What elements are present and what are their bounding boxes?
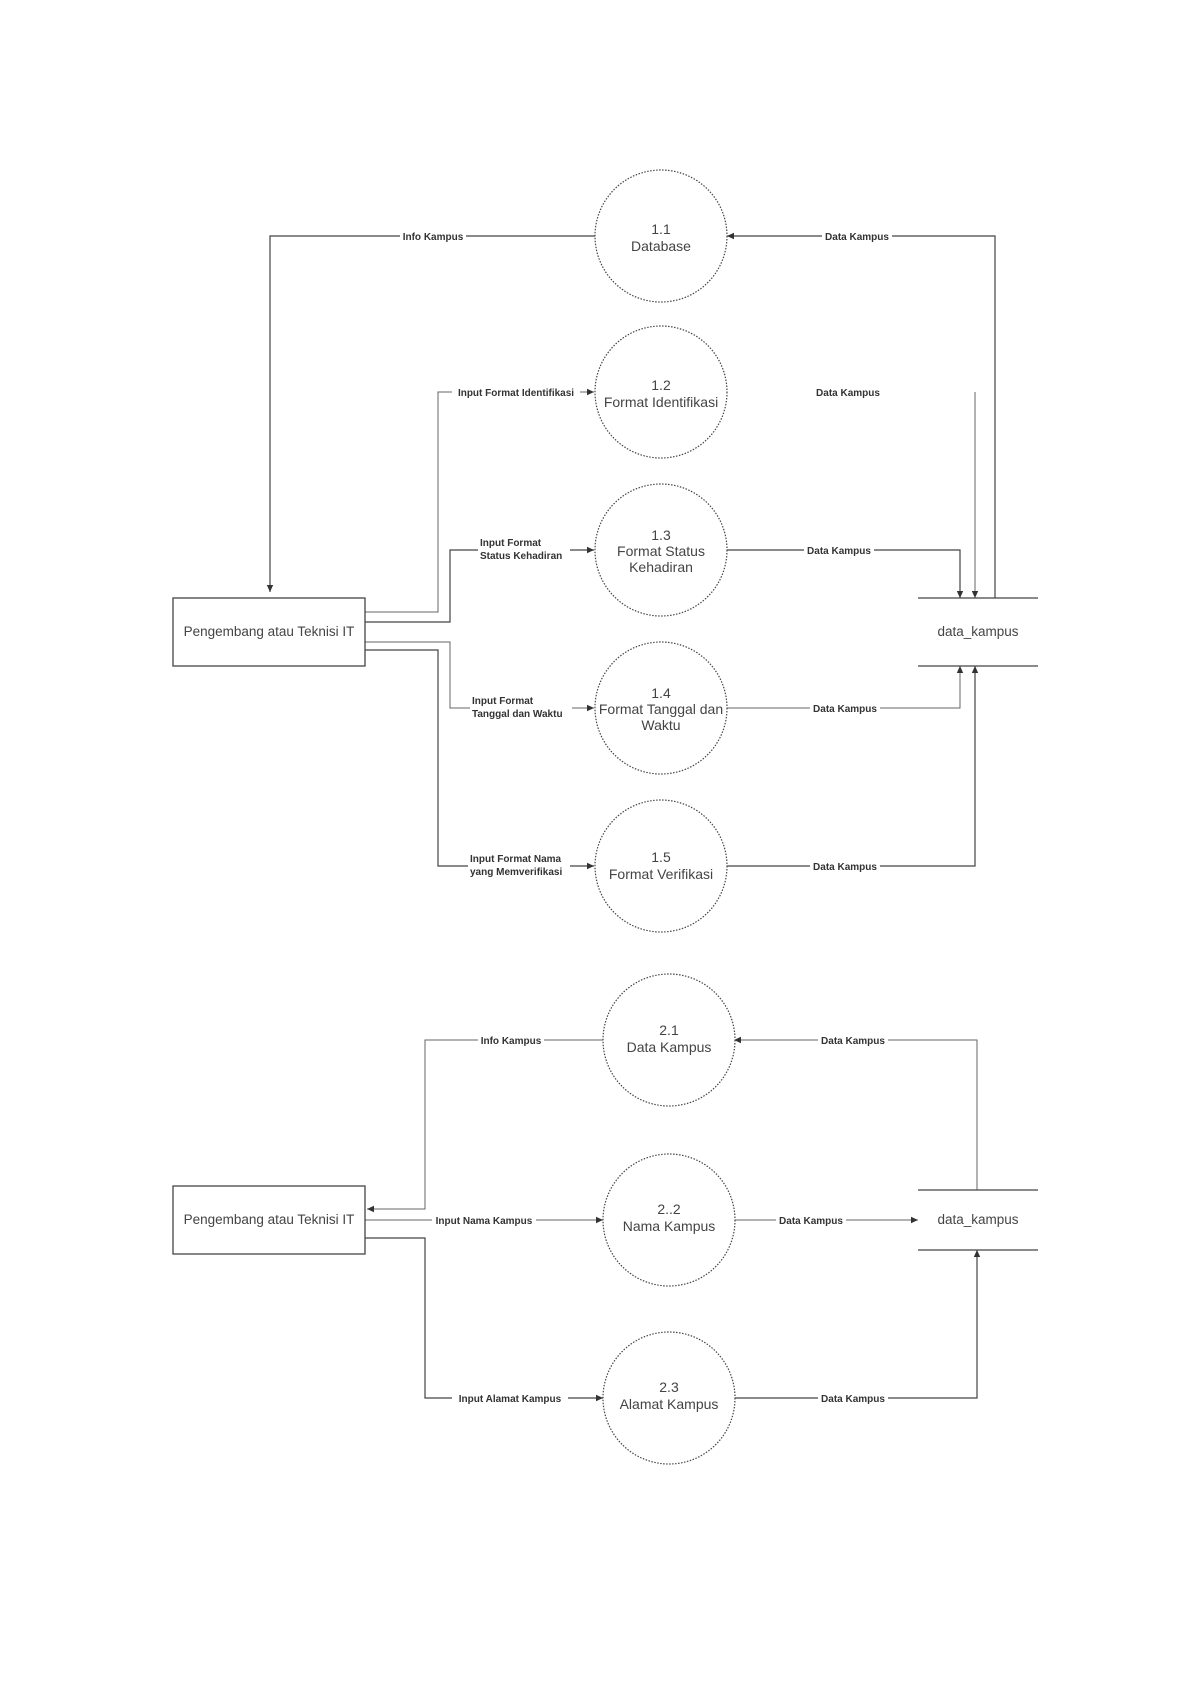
flow-data-kampus-1-3 <box>727 549 964 598</box>
svg-text:1.5: 1.5 <box>651 849 671 865</box>
svg-text:1.2: 1.2 <box>651 377 671 393</box>
svg-text:Format Identifikasi: Format Identifikasi <box>604 394 718 410</box>
svg-text:data_kampus: data_kampus <box>937 1212 1018 1227</box>
diagram-1: Info Kampus Data Kampus Input Format Ide… <box>172 169 1038 933</box>
svg-text:2..2: 2..2 <box>657 1201 681 1217</box>
svg-text:Data Kampus: Data Kampus <box>627 1039 712 1055</box>
svg-text:Input Format: Input Format <box>472 696 534 707</box>
label-data-kampus-7: Data Kampus <box>776 1213 846 1227</box>
label-info-kampus-2: Info Kampus <box>478 1033 544 1047</box>
flow-data-kampus-1-5 <box>727 666 979 867</box>
svg-text:Input Format Identifikasi: Input Format Identifikasi <box>458 388 574 399</box>
svg-text:Input Nama Kampus: Input Nama Kampus <box>436 1216 533 1227</box>
svg-text:Data Kampus: Data Kampus <box>821 1036 885 1047</box>
svg-text:1.4: 1.4 <box>651 685 671 701</box>
label-input-format-nama: Input Format Nama yang Memverifikasi <box>468 851 570 879</box>
label-input-format-status: Input Format Status Kehadiran <box>478 535 570 563</box>
process-1-2[interactable]: 1.2 Format Identifikasi <box>594 325 728 459</box>
label-data-kampus-2: Data Kampus <box>816 388 880 399</box>
process-1-1[interactable]: 1.1 Database <box>594 169 728 303</box>
svg-text:Format Status: Format Status <box>617 543 705 559</box>
process-2-2[interactable]: 2..2 Nama Kampus <box>602 1153 736 1287</box>
svg-text:Data Kampus: Data Kampus <box>813 862 877 873</box>
svg-text:Format Verifikasi: Format Verifikasi <box>609 866 713 882</box>
flow-data-kampus-to-1-1 <box>727 232 996 598</box>
flow-data-kampus-2-3 <box>734 1250 981 1399</box>
svg-text:2.3: 2.3 <box>659 1379 679 1395</box>
svg-text:Status Kehadiran: Status Kehadiran <box>480 551 562 562</box>
svg-text:Data Kampus: Data Kampus <box>821 1394 885 1405</box>
process-2-1[interactable]: 2.1 Data Kampus <box>602 973 736 1107</box>
label-data-kampus-5: Data Kampus <box>810 859 880 873</box>
label-input-format-tanggal: Input Format Tanggal dan Waktu <box>470 693 572 721</box>
flow-data-kampus-1-4 <box>727 666 964 709</box>
svg-text:Info Kampus: Info Kampus <box>403 232 464 243</box>
label-data-kampus-8: Data Kampus <box>818 1391 888 1405</box>
svg-text:Input Format Nama: Input Format Nama <box>470 854 562 865</box>
svg-text:Waktu: Waktu <box>641 717 680 733</box>
svg-text:Input Format: Input Format <box>480 538 542 549</box>
svg-text:Alamat Kampus: Alamat Kampus <box>620 1396 719 1412</box>
entity-pengembang-2[interactable]: Pengembang atau Teknisi IT <box>172 1185 366 1255</box>
flow-info-kampus-2 <box>367 1039 603 1213</box>
svg-text:Data Kampus: Data Kampus <box>825 232 889 243</box>
svg-text:1.3: 1.3 <box>651 527 671 543</box>
label-info-kampus-1: Info Kampus <box>400 229 466 243</box>
flow-info-kampus-1 <box>266 235 595 592</box>
svg-text:Format Tanggal dan: Format Tanggal dan <box>599 701 723 717</box>
svg-text:data_kampus: data_kampus <box>937 624 1018 639</box>
svg-text:2.1: 2.1 <box>659 1022 679 1038</box>
process-2-3[interactable]: 2.3 Alamat Kampus <box>602 1331 736 1465</box>
datastore-data-kampus-1[interactable]: data_kampus <box>918 597 1038 667</box>
svg-text:Kehadiran: Kehadiran <box>629 559 693 575</box>
svg-text:Data Kampus: Data Kampus <box>813 704 877 715</box>
svg-text:Input Alamat Kampus: Input Alamat Kampus <box>459 1394 562 1405</box>
flow-input-1-2 <box>365 388 594 613</box>
svg-text:Database: Database <box>631 238 691 254</box>
svg-text:Pengembang atau Teknisi IT: Pengembang atau Teknisi IT <box>184 1212 355 1227</box>
process-1-3[interactable]: 1.3 Format Status Kehadiran <box>594 483 728 617</box>
label-data-kampus-4: Data Kampus <box>810 701 880 715</box>
svg-text:Nama Kampus: Nama Kampus <box>623 1218 716 1234</box>
svg-text:Data Kampus: Data Kampus <box>779 1216 843 1227</box>
svg-text:Data Kampus: Data Kampus <box>807 546 871 557</box>
svg-text:Pengembang atau Teknisi IT: Pengembang atau Teknisi IT <box>184 624 355 639</box>
diagram-2: Info Kampus Data Kampus Input Nama Kampu… <box>172 973 1038 1465</box>
svg-text:Tanggal dan Waktu: Tanggal dan Waktu <box>472 709 563 720</box>
flow-data-kampus-to-2-1 <box>734 1036 978 1190</box>
svg-text:Info Kampus: Info Kampus <box>481 1036 542 1047</box>
label-input-format-identifikasi: Input Format Identifikasi <box>452 385 580 399</box>
flow-input-1-5 <box>365 649 594 870</box>
label-data-kampus-6: Data Kampus <box>818 1033 888 1047</box>
label-input-alamat-kampus: Input Alamat Kampus <box>452 1391 568 1405</box>
label-data-kampus-3: Data Kampus <box>804 543 874 557</box>
process-1-4[interactable]: 1.4 Format Tanggal dan Waktu <box>594 641 728 775</box>
datastore-data-kampus-2[interactable]: data_kampus <box>918 1189 1038 1251</box>
label-input-nama-kampus: Input Nama Kampus <box>432 1213 536 1227</box>
flow-input-2-3 <box>365 1237 603 1402</box>
svg-text:yang Memverifikasi: yang Memverifikasi <box>470 867 562 878</box>
entity-pengembang-1[interactable]: Pengembang atau Teknisi IT <box>172 597 366 667</box>
label-data-kampus-1: Data Kampus <box>822 229 892 243</box>
process-1-5[interactable]: 1.5 Format Verifikasi <box>594 799 728 933</box>
svg-text:1.1: 1.1 <box>651 221 671 237</box>
